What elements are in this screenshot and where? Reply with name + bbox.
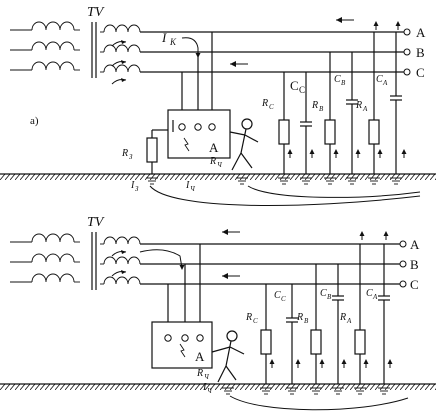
bottom-device-label: A xyxy=(195,349,205,364)
svg-text:Ч: Ч xyxy=(204,373,210,381)
bottom-load-branches xyxy=(260,244,391,384)
bottom-res-b xyxy=(310,329,322,355)
top-primary-windings xyxy=(10,21,80,71)
svg-text:З: З xyxy=(135,185,139,193)
svg-text:A: A xyxy=(372,293,378,301)
top-device-box xyxy=(167,109,231,159)
svg-text:I: I xyxy=(130,180,135,191)
bottom-res-c xyxy=(260,329,272,355)
top-load-branches xyxy=(278,32,403,174)
svg-text:K: K xyxy=(169,37,177,47)
svg-text:I: I xyxy=(185,180,190,191)
svg-text:A: A xyxy=(346,317,352,325)
top-device-label: A xyxy=(209,140,219,155)
svg-text:A: A xyxy=(382,79,388,87)
bottom-res-a xyxy=(354,329,366,355)
bottom-return-current-path xyxy=(229,395,409,411)
bottom-person-icon xyxy=(211,330,245,383)
svg-text:Ч: Ч xyxy=(207,387,213,395)
bottom-phase-c: C xyxy=(410,277,419,292)
svg-text:C: C xyxy=(274,290,281,301)
bottom-bus-c-arrow xyxy=(221,272,241,280)
top-ground-resistor xyxy=(146,137,158,163)
svg-text:A: A xyxy=(362,105,368,113)
bottom-device-box xyxy=(151,321,213,369)
top-fault-current-label: I xyxy=(161,30,167,45)
svg-text:C: C xyxy=(366,288,373,299)
svg-text:B: B xyxy=(341,79,346,87)
top-terminal-b xyxy=(403,48,411,56)
top-panel-label: a) xyxy=(30,115,39,127)
top-terminal-a xyxy=(403,28,411,36)
svg-text:R: R xyxy=(261,98,268,109)
top-res-b xyxy=(324,119,336,145)
bottom-secondary-windings xyxy=(100,236,141,285)
bottom-primary-windings xyxy=(10,233,80,283)
top-res-c xyxy=(278,119,290,145)
top-res-a xyxy=(368,119,380,145)
top-panel: TV A B C I K a) xyxy=(0,5,436,206)
svg-text:Ч: Ч xyxy=(217,161,223,169)
svg-text:C: C xyxy=(376,74,383,85)
top-fault-flash-icon xyxy=(183,137,190,152)
svg-text:C: C xyxy=(320,288,327,299)
bottom-fault-flash-icon xyxy=(179,343,186,358)
top-bus-a-arrow xyxy=(335,16,355,24)
bottom-panel: TV A B C xyxy=(0,215,436,411)
svg-text:B: B xyxy=(319,105,324,113)
svg-text:C: C xyxy=(290,78,299,93)
top-transformer-label: TV xyxy=(87,5,105,20)
bottom-transformer-label: TV xyxy=(87,215,105,230)
svg-text:B: B xyxy=(327,293,332,301)
svg-text:З: З xyxy=(129,153,133,161)
top-terminal-c xyxy=(403,68,411,76)
top-phase-b: B xyxy=(416,45,425,60)
svg-text:R: R xyxy=(196,368,203,379)
svg-text:R: R xyxy=(311,100,318,111)
svg-text:B: B xyxy=(304,317,309,325)
svg-text:R: R xyxy=(245,312,252,323)
top-return-current-path xyxy=(149,185,421,206)
svg-text:C: C xyxy=(253,317,258,325)
top-phase-a: A xyxy=(416,25,426,40)
svg-text:R: R xyxy=(355,100,362,111)
svg-text:R: R xyxy=(121,148,128,159)
svg-text:R: R xyxy=(296,312,303,323)
bottom-phase-a: A xyxy=(410,237,420,252)
top-bus-c-arrow xyxy=(229,60,249,68)
svg-text:C: C xyxy=(269,103,274,111)
top-phase-c: C xyxy=(416,65,425,80)
top-secondary-windings xyxy=(100,24,141,73)
svg-text:C: C xyxy=(299,85,305,95)
svg-text:C: C xyxy=(334,74,341,85)
top-person-icon xyxy=(229,118,259,171)
bottom-phase-b: B xyxy=(410,257,419,272)
svg-text:C: C xyxy=(281,295,286,303)
svg-text:Ч: Ч xyxy=(190,185,196,193)
svg-text:R: R xyxy=(339,312,346,323)
svg-text:R: R xyxy=(209,156,216,167)
bottom-bus-a-arrow xyxy=(221,228,241,236)
